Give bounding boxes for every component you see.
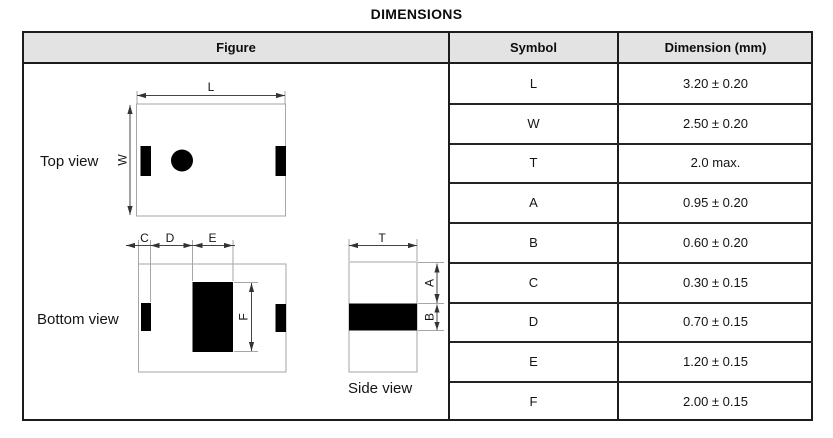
bottom-view-center-pad <box>192 282 233 352</box>
bottom-view-left-terminal <box>141 303 151 331</box>
symbol-cell: A <box>529 194 538 210</box>
dim-label-B: B <box>423 313 437 321</box>
symbol-cell: D <box>528 314 539 329</box>
top-view-body <box>136 103 286 217</box>
dimension-cell: 0.60 ± 0.20 <box>683 234 748 250</box>
symbol-cell: F <box>529 393 538 409</box>
arrowhead-icon <box>137 92 146 99</box>
column-divider-2 <box>616 31 619 421</box>
arrowhead-icon <box>434 304 440 313</box>
symbol-cell: L <box>529 75 538 91</box>
table-outer-border <box>22 31 813 421</box>
column-header-figure: Figure <box>216 40 256 55</box>
symbol-cell: C <box>528 274 539 290</box>
column-divider-1 <box>448 31 450 421</box>
row-divider <box>450 222 813 224</box>
dimension-cell: 0.30 ± 0.15 <box>683 274 748 290</box>
symbol-cell: B <box>529 234 538 250</box>
symbol-cell: T <box>529 155 538 170</box>
row-divider <box>450 302 813 304</box>
top-view-right-terminal <box>275 146 286 176</box>
dim-label-L: L <box>208 80 215 94</box>
dim-label-C: C <box>140 231 149 245</box>
symbol-cell: W <box>527 115 540 131</box>
row-divider <box>450 143 813 145</box>
row-divider <box>450 182 813 184</box>
side-view-figure: Side view T A <box>348 231 444 397</box>
row-divider <box>450 341 813 343</box>
header-divider <box>22 62 813 64</box>
dimension-cell: 2.50 ± 0.20 <box>683 115 748 131</box>
arrowhead-icon <box>224 242 233 249</box>
row-divider <box>450 103 813 105</box>
arrowhead-icon <box>248 283 255 292</box>
polarity-mark-dot <box>171 149 193 172</box>
dim-label-F: F <box>237 313 251 320</box>
top-view-figure: Top view L W <box>40 80 286 217</box>
arrowhead-icon <box>126 242 135 249</box>
bottom-view-right-terminal <box>275 304 286 332</box>
dim-label-A: A <box>423 279 437 287</box>
arrowhead-icon <box>248 342 255 351</box>
arrowhead-icon <box>193 242 203 249</box>
top-view-left-terminal <box>140 146 151 176</box>
column-header-symbol: Symbol <box>510 40 557 55</box>
arrowhead-icon <box>434 294 440 303</box>
top-view-label: Top view <box>40 153 99 170</box>
side-view-label: Side view <box>348 380 412 397</box>
dim-label-E: E <box>208 231 216 245</box>
row-divider <box>450 381 813 383</box>
side-view-terminal-band <box>349 303 417 331</box>
dimension-cell: 0.95 ± 0.20 <box>683 194 748 210</box>
bottom-view-figure: Bottom view C D E <box>37 231 287 373</box>
arrowhead-icon <box>408 242 417 249</box>
page-title: DIMENSIONS <box>370 6 463 22</box>
arrowhead-icon <box>434 263 440 273</box>
dimension-cell: 3.20 ± 0.20 <box>683 75 748 91</box>
arrowhead-icon <box>349 242 358 249</box>
dimension-cell: 1.20 ± 0.15 <box>683 353 748 369</box>
arrowhead-icon <box>434 322 440 330</box>
dim-label-W: W <box>116 154 130 166</box>
bottom-view-label: Bottom view <box>37 311 119 328</box>
arrowhead-icon <box>127 105 133 114</box>
column-header-dimension: Dimension (mm) <box>664 40 767 55</box>
arrowhead-icon <box>127 206 133 215</box>
arrowhead-icon <box>183 242 193 249</box>
table-header-background <box>24 33 811 63</box>
figure-drawing: Top view L W <box>37 80 444 397</box>
symbol-cell: E <box>529 353 538 369</box>
row-divider <box>450 262 813 264</box>
dim-label-D: D <box>166 231 175 245</box>
arrowhead-icon <box>276 92 285 99</box>
dimension-cell: 2.0 max. <box>690 155 741 170</box>
dimension-cell: 2.00 ± 0.15 <box>683 393 748 409</box>
dimension-cell: 0.70 ± 0.15 <box>683 314 748 329</box>
arrowhead-icon <box>150 242 160 249</box>
dim-label-T: T <box>378 231 386 245</box>
